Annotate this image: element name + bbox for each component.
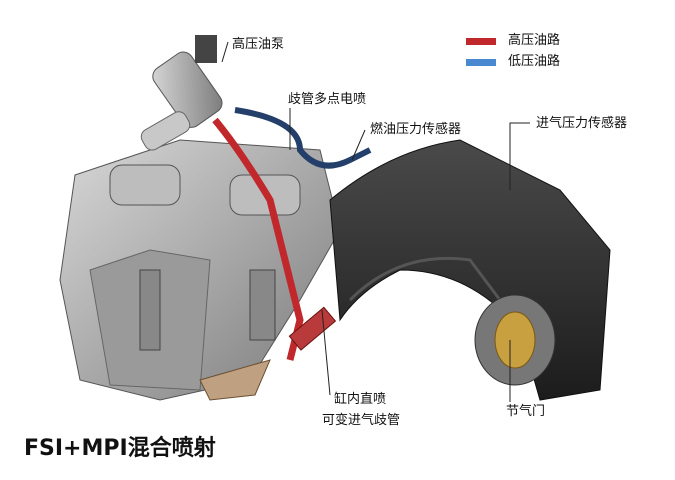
high-pressure-line — [212, 117, 304, 361]
label-fuel-pressure-sensor: 燃油压力传感器 — [370, 122, 462, 137]
high-pressure-pump — [140, 35, 223, 151]
direct-injector — [288, 306, 337, 351]
legend-label-high: 高压油路 — [508, 33, 561, 48]
leader-lines — [221, 41, 530, 402]
label-variable-intake-manifold: 可变进气歧管 — [322, 413, 401, 428]
legend-label-low: 低压油路 — [508, 54, 561, 69]
label-throttle: 节气门 — [506, 404, 546, 419]
legend-swatch-high — [466, 38, 496, 45]
cylinder-head — [59, 139, 341, 401]
diagram-title: FSI+MPI混合喷射 — [24, 436, 216, 461]
label-manifold-injection: 歧管多点电喷 — [288, 92, 367, 107]
low-pressure-line — [234, 107, 372, 169]
legend-swatch-low — [466, 59, 496, 66]
label-intake-pressure-sensor: 进气压力传感器 — [536, 116, 628, 131]
label-high-pressure-pump: 高压油泵 — [232, 37, 285, 52]
intake-manifold — [329, 139, 611, 401]
label-direct-injection: 缸内直喷 — [334, 392, 387, 407]
